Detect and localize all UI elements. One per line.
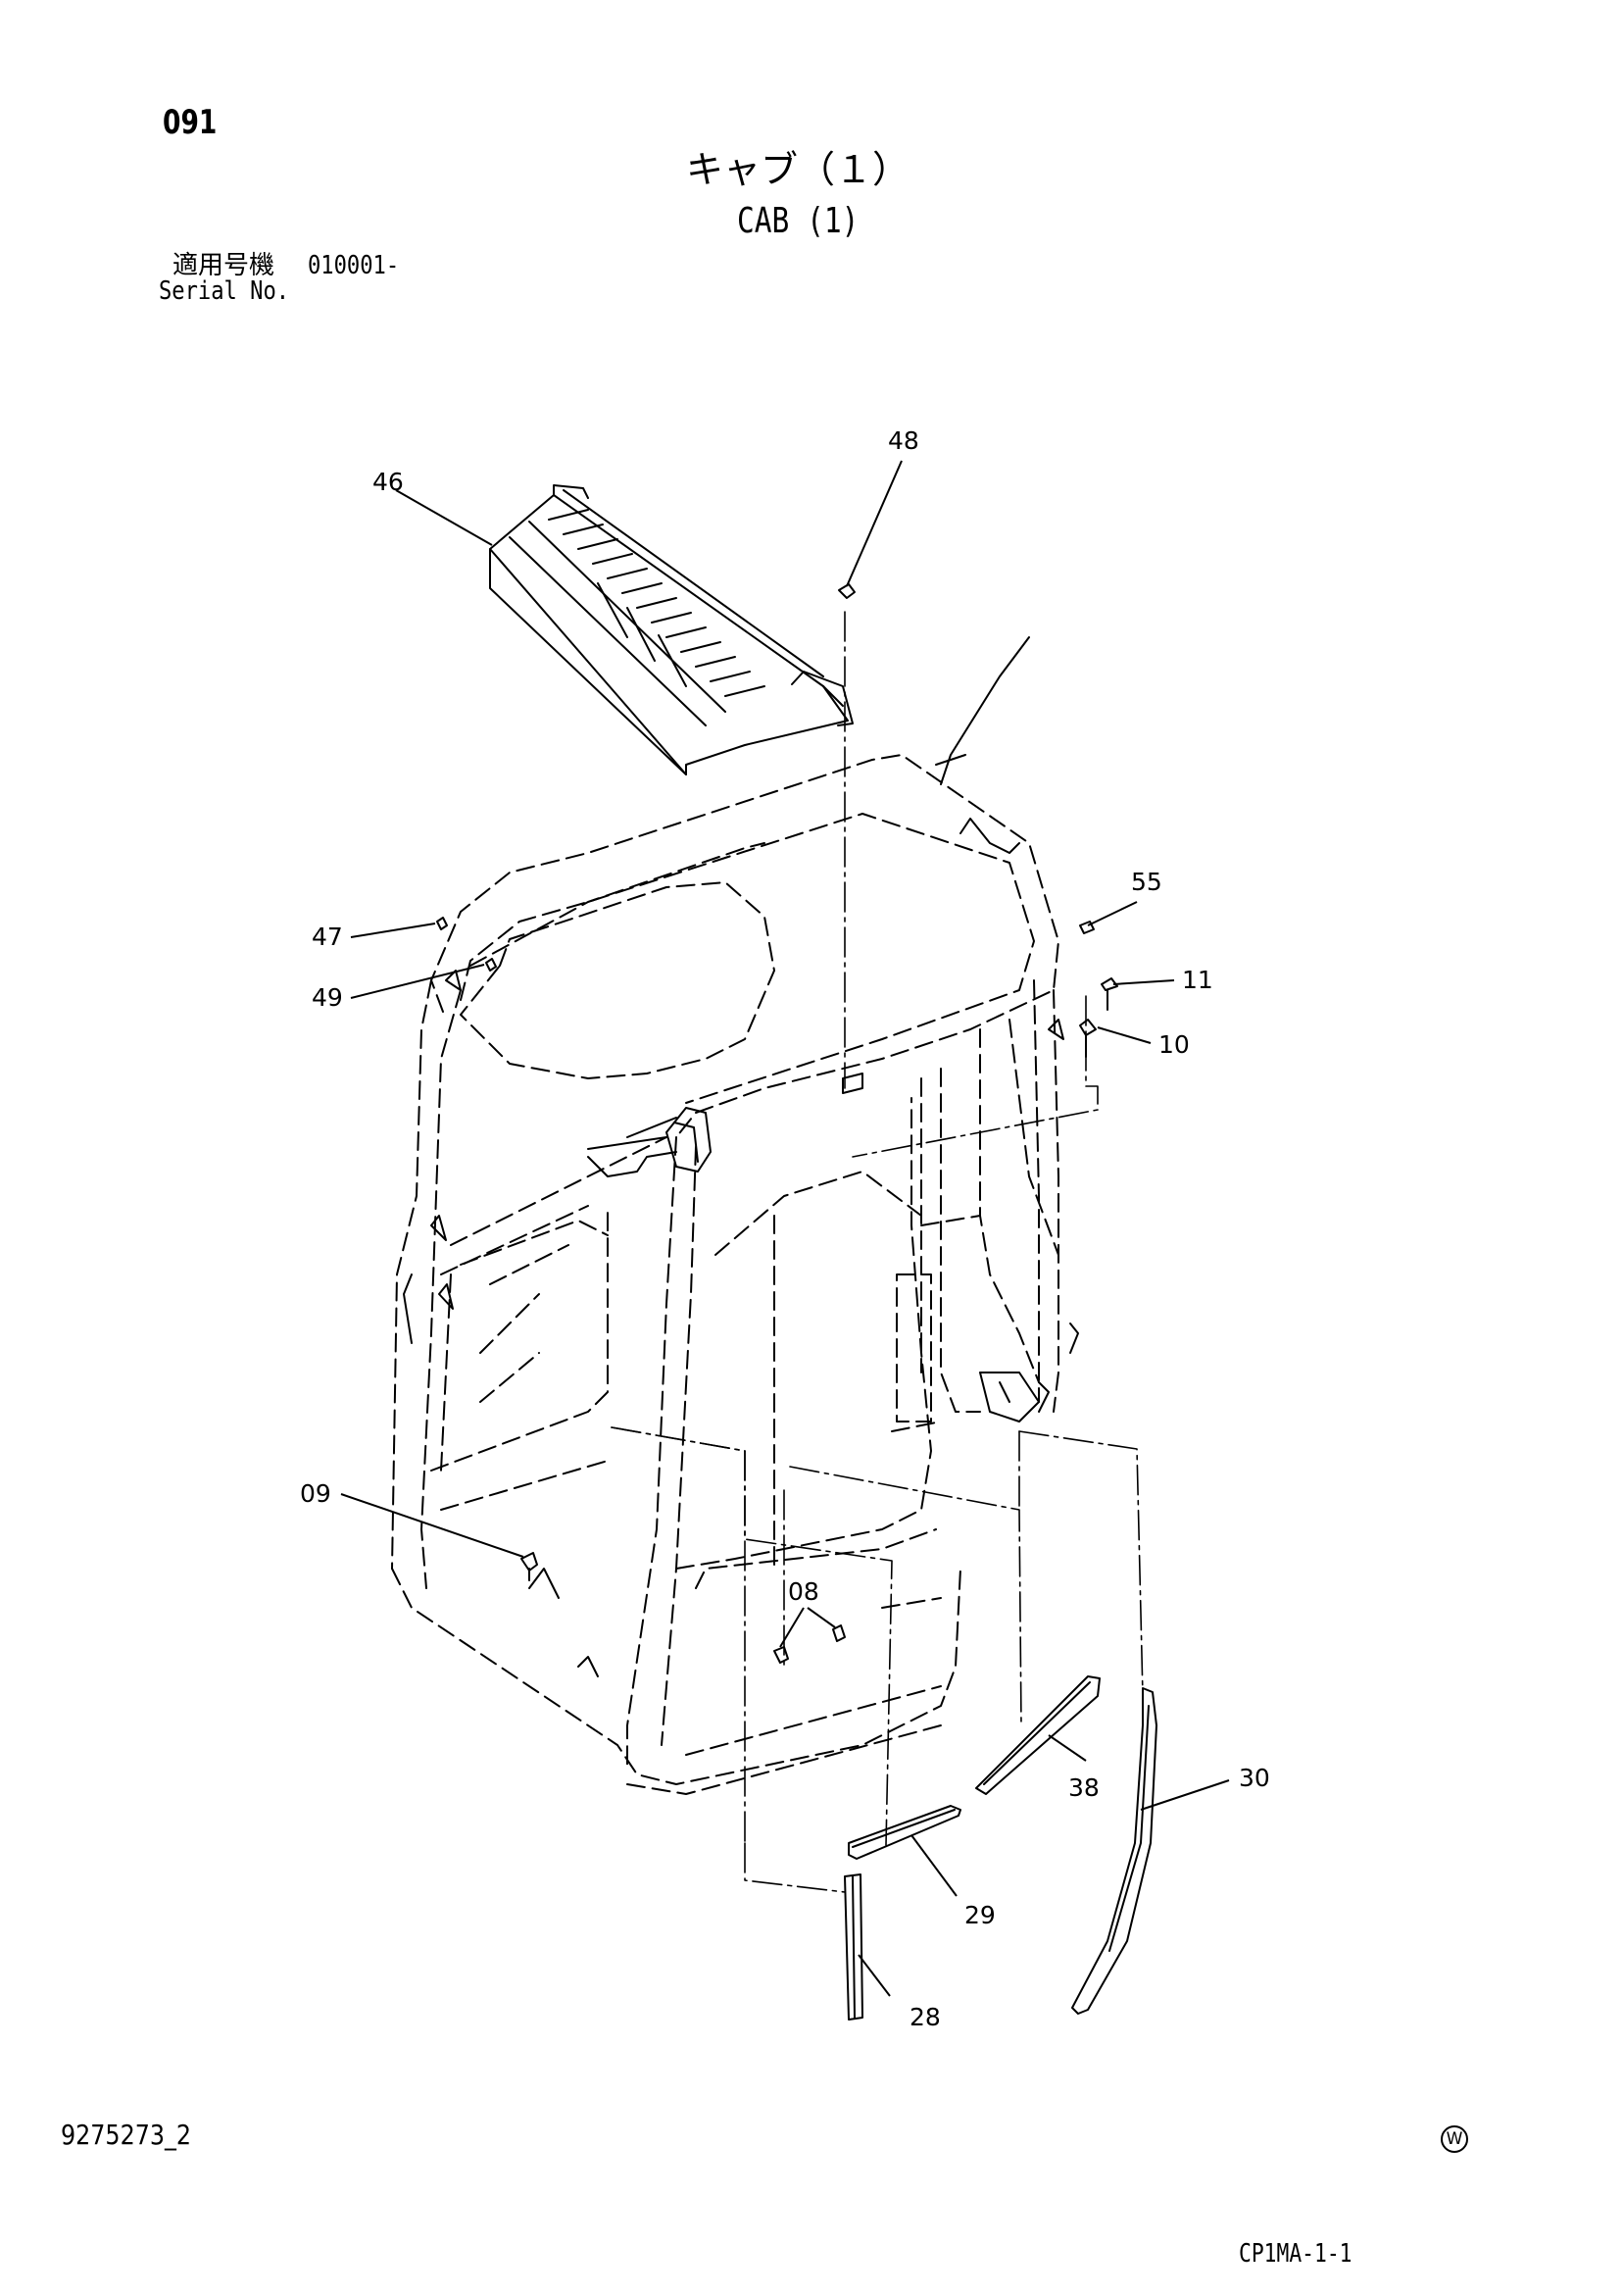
leader-lines [340, 460, 1230, 1997]
circled-w-icon: W [1441, 2125, 1468, 2153]
callout-47: 47 [312, 923, 343, 951]
callout-09: 09 [300, 1479, 331, 1508]
sheet-code: CP1MA-1-1 [1239, 2239, 1352, 2269]
callout-29: 29 [964, 1901, 996, 1929]
roof-guard-part-46 [489, 484, 854, 775]
callout-38: 38 [1068, 1773, 1100, 1802]
callout-11: 11 [1182, 966, 1213, 994]
bolt-part-48 [838, 583, 856, 599]
strip-part-28 [844, 1873, 863, 2021]
page-number: 091 [163, 103, 218, 142]
title-english: CAB (1) [737, 201, 860, 241]
callout-10: 10 [1158, 1030, 1190, 1059]
title-japanese: キャブ（１） [686, 148, 910, 191]
document-number: 9275273_2 [61, 2119, 192, 2151]
strip-part-38 [975, 1675, 1101, 1795]
serial-label-english: Serial No. [159, 276, 290, 306]
callout-28: 28 [910, 2003, 941, 2031]
serial-label-japanese: 適用号機 [172, 251, 275, 280]
strip-part-30 [1071, 1687, 1157, 2015]
callout-46: 46 [372, 468, 404, 496]
callout-55: 55 [1131, 868, 1162, 896]
callout-30: 30 [1239, 1764, 1270, 1792]
callout-labels: 46 48 55 11 10 47 49 09 08 38 30 29 28 [300, 426, 1270, 2031]
serial-value: 010001- [308, 251, 400, 280]
callout-49: 49 [312, 983, 343, 1012]
cab-frame [391, 754, 1059, 1795]
callout-48: 48 [888, 426, 919, 455]
assembly-lines [611, 611, 1144, 1893]
cab-frame-details [403, 636, 1079, 1677]
strip-part-29 [848, 1805, 961, 1860]
callout-08: 08 [788, 1577, 819, 1606]
